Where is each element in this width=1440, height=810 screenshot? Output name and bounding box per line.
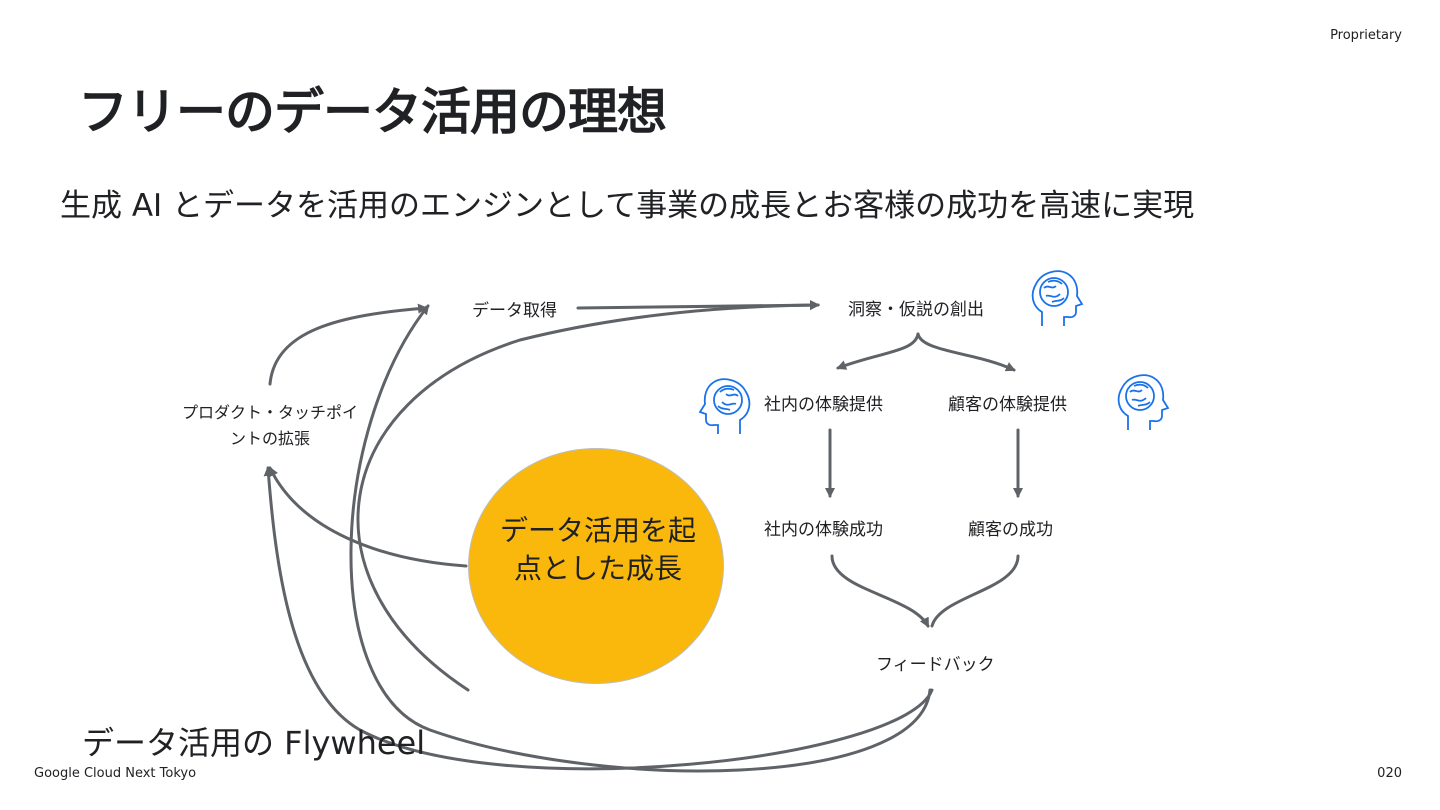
node-internal-success: 社内の体験成功 — [764, 520, 883, 540]
proprietary-label: Proprietary — [1330, 28, 1402, 43]
arrow-insight-to-internal — [836, 332, 920, 370]
flywheel-label: データ活用の Flywheel — [82, 724, 426, 762]
arrow-insight-to-customer — [916, 332, 1016, 372]
arrow-feedback-to-acquisition — [349, 304, 932, 773]
arrow-hub-to-insight — [356, 300, 820, 692]
node-internal-experience: 社内の体験提供 — [764, 395, 883, 415]
node-touchpoint: プロダクト・タッチポイントの拡張 — [181, 403, 358, 448]
arrow-internal-to-feedback — [830, 554, 930, 628]
node-customer-success: 顧客の成功 — [968, 520, 1053, 540]
node-insight: 洞察・仮説の創出 — [848, 300, 984, 320]
footer-event: Google Cloud Next Tokyo — [34, 766, 197, 781]
slide-title: フリーのデータ活用の理想 — [78, 83, 667, 141]
node-feedback: フィードバック — [876, 655, 995, 675]
node-customer-experience: 顧客の体験提供 — [948, 395, 1067, 415]
node-data-acquisition: データ取得 — [472, 301, 557, 321]
arrow-touchpoint-to-acquisition — [268, 303, 428, 386]
arrow-feedback-to-touchpoint — [263, 466, 934, 771]
brain-head-icon — [1117, 374, 1170, 430]
brain-head-icon — [698, 378, 751, 434]
arrow-customer-to-feedback — [930, 554, 1020, 628]
arrow-hub-to-touchpoint — [268, 466, 468, 568]
hub-label: データ活用を起点とした成長 — [499, 514, 696, 585]
hub-circle — [468, 448, 724, 684]
slide-subtitle: 生成 AI とデータを活用のエンジンとして事業の成長とお客様の成功を高速に実現 — [60, 188, 1195, 224]
footer-page-number: 020 — [1377, 766, 1402, 781]
brain-head-icon — [1031, 270, 1084, 326]
